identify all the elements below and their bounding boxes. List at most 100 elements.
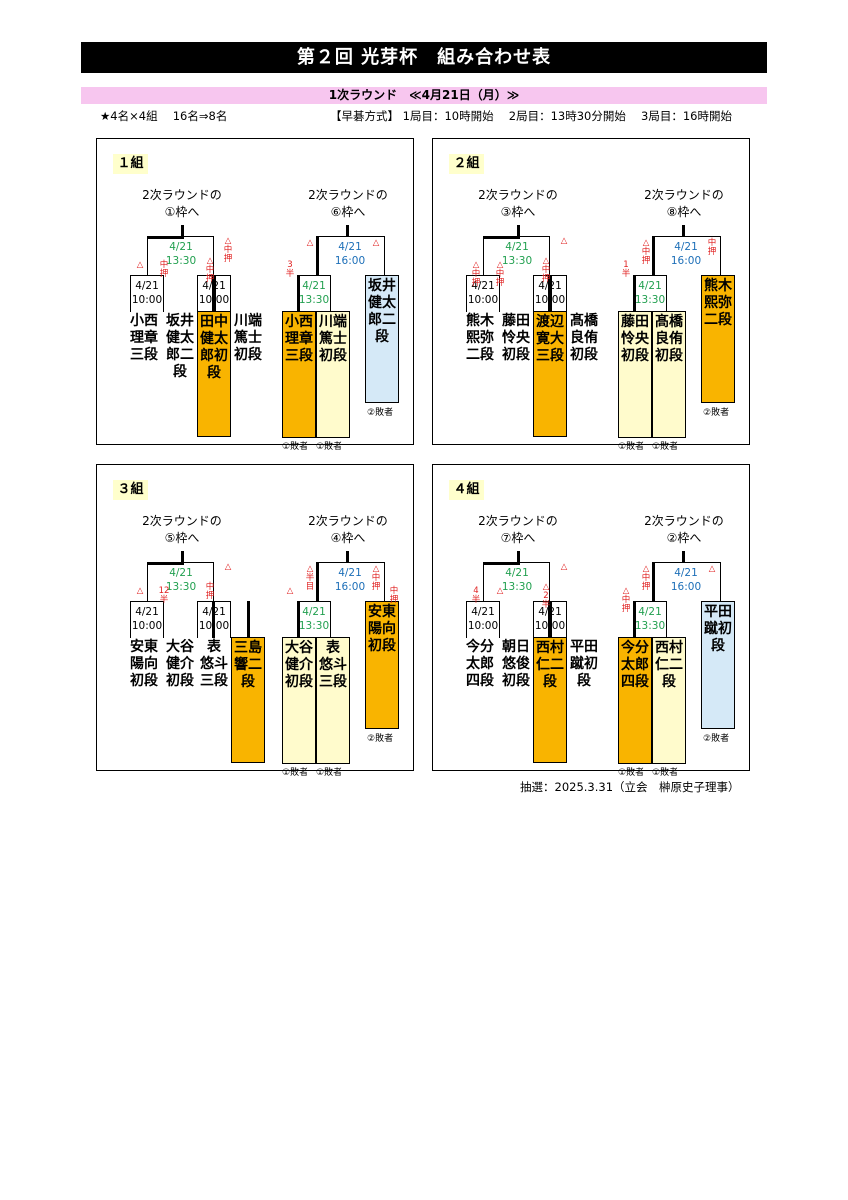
result-mark: 中押 (205, 582, 215, 601)
schedule-note: 【早碁方式】 1局目：10時開始 2局目：13時30分開始 3局目：16時開始 (330, 109, 732, 123)
result-mark: △ (286, 586, 294, 596)
result-mark: △中押 (205, 256, 215, 284)
result-mark: △ (224, 562, 232, 572)
result-mark: △ (136, 586, 144, 596)
result-mark: △ (560, 236, 568, 246)
bracket-line (297, 275, 300, 313)
bracket-line (316, 562, 319, 602)
loser-label: ②敗者 (703, 408, 730, 418)
loser-label: ①敗者 (316, 442, 343, 452)
right-player-name: 坂井健太郎二段 (365, 275, 399, 403)
right-player-name: 平田 蹴初段 (701, 601, 746, 729)
bracket-line (549, 601, 552, 639)
group-label: １組 (113, 154, 148, 174)
player-name: 渡辺寛大三段 (533, 311, 567, 437)
result-mark: 中押 (159, 260, 169, 279)
right-player-name: 表 悠斗三段 (316, 637, 354, 764)
bracket-line (517, 551, 520, 563)
loser-label: ②敗者 (367, 408, 394, 418)
right-player-name: 大谷健介初段 (282, 637, 316, 764)
player-name: 朝日悠俊初段 (502, 639, 530, 689)
bracket-line (346, 551, 349, 563)
bracket-line (316, 236, 319, 276)
bracket-line (652, 562, 655, 602)
result-mark: 中押 (389, 586, 399, 605)
first-round-box-a (466, 275, 500, 312)
page-title: 第２回 光芽杯 組み合わせ表 (81, 42, 767, 73)
player-name: 表 悠斗三段 (200, 639, 235, 689)
result-mark: △中押 (471, 260, 481, 288)
bracket-line (247, 601, 250, 639)
player-name: 熊木熙弥二段 (466, 313, 494, 363)
bracket-line (483, 236, 520, 239)
bracket-line (483, 562, 520, 565)
right-player-name: 髙橋良侑初段 (652, 311, 686, 438)
loser-label: ①敗者 (652, 768, 679, 778)
loser-label: ①敗者 (282, 768, 309, 778)
first-round-box-a (130, 601, 164, 638)
right-player-name: 藤田怜央初段 (618, 311, 652, 438)
bracket-line (213, 275, 216, 313)
player-name: 大谷健介初段 (166, 639, 194, 689)
result-mark: △中押 (621, 586, 631, 614)
right-player-name: 川端篤士初段 (316, 311, 350, 438)
bracket-line (181, 225, 184, 237)
loser-label: ①敗者 (652, 442, 679, 452)
format-note: ★4名×4組 16名⇒8名 (100, 109, 228, 123)
player-name: 今分太郎四段 (466, 639, 494, 689)
group-label: ２組 (449, 154, 484, 174)
player-name: 平田 蹴初段 (570, 639, 612, 689)
right-player-name: 小西理章三段 (282, 311, 316, 438)
player-name: 小西理章三段 (130, 313, 158, 363)
result-mark: △中押 (495, 260, 505, 288)
lottery-note: 抽選：2025.3.31（立会 榊原史子理事） (520, 780, 740, 794)
bracket-line (147, 236, 184, 239)
bracket-line (346, 225, 349, 237)
bracket-line (297, 601, 300, 639)
loser-label: ①敗者 (282, 442, 309, 452)
right-player-name: 西村 仁二段 (652, 637, 697, 764)
player-name: 川端篤士初段 (234, 313, 262, 363)
loser-label: ②敗者 (367, 734, 394, 744)
result-mark: △中押 (223, 236, 233, 264)
player-name: 坂井健太郎二段 (166, 313, 194, 380)
bracket-line (633, 275, 636, 313)
player-name: 藤田怜央初段 (502, 313, 530, 363)
result-mark: △中押 (641, 564, 651, 592)
loser-label: ②敗者 (703, 734, 730, 744)
bracket-line (549, 275, 552, 313)
right-player-name: 熊木熙弥二段 (701, 275, 735, 403)
loser-label: ①敗者 (618, 442, 645, 452)
group-label: ４組 (449, 480, 484, 500)
result-mark: △半目 (305, 564, 315, 592)
bracket-line (633, 601, 636, 639)
bracket-line (212, 601, 215, 638)
bracket-line (147, 562, 184, 565)
bracket-line (682, 551, 685, 563)
right-player-name: 安東陽向初段 (365, 601, 399, 729)
result-mark: △ (306, 238, 314, 248)
result-mark: △中押 (641, 238, 651, 266)
result-mark: △ (708, 564, 716, 574)
result-mark: △ (560, 562, 568, 572)
